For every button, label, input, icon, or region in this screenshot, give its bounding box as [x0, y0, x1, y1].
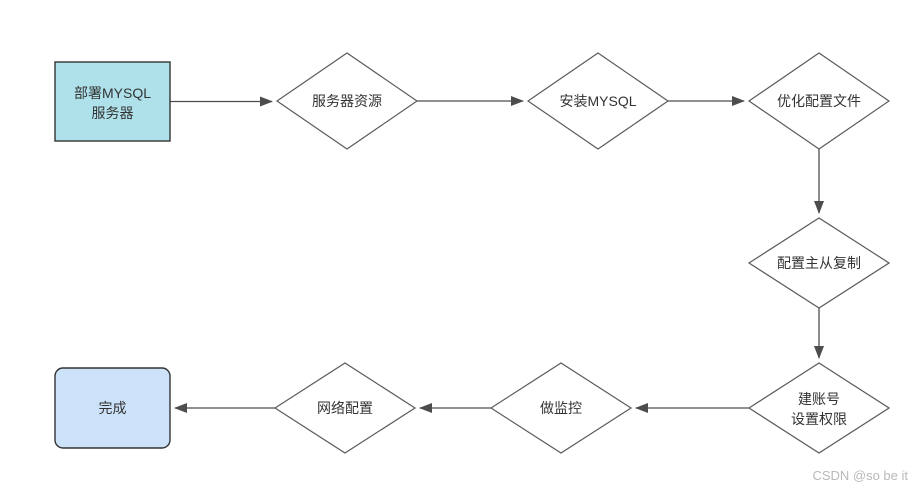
decision-monitoring-label: 做监控 — [540, 400, 582, 416]
decision-optimize-config: 优化配置文件 — [747, 52, 891, 150]
end-node-label: 完成 — [99, 400, 127, 416]
decision-master-slave-replication-label: 配置主从复制 — [777, 255, 861, 271]
decision-monitoring-shape — [489, 362, 633, 454]
decision-server-resources-shape — [275, 52, 419, 150]
decision-network-config: 网络配置 — [273, 362, 417, 454]
decision-monitoring: 做监控 — [489, 362, 633, 454]
decision-optimize-config-label: 优化配置文件 — [777, 93, 861, 109]
decision-create-account-label-line1: 建账号 — [798, 391, 840, 407]
decision-optimize-config-shape — [747, 52, 891, 150]
decision-install-mysql: 安装MYSQL — [526, 52, 670, 150]
start-node: 部署MYSQL 服务器 — [54, 61, 171, 142]
start-node-label-line2: 服务器 — [92, 105, 134, 121]
watermark-text: CSDN @so be it — [812, 468, 908, 483]
decision-network-config-shape — [273, 362, 417, 454]
decision-install-mysql-label: 安装MYSQL — [559, 93, 636, 109]
decision-create-account-shape — [747, 362, 891, 454]
decision-server-resources-label: 服务器资源 — [312, 93, 382, 109]
decision-network-config-label: 网络配置 — [317, 400, 373, 416]
decision-server-resources: 服务器资源 — [275, 52, 419, 150]
decision-master-slave-replication: 配置主从复制 — [747, 217, 891, 309]
connectors — [170, 96, 824, 413]
end-node-shape — [54, 367, 171, 449]
decision-install-mysql-shape — [526, 52, 670, 150]
start-node-shape — [54, 61, 171, 142]
end-node: 完成 — [54, 367, 171, 449]
decision-master-slave-replication-shape — [747, 217, 891, 309]
start-node-label-line1: 部署MYSQL — [74, 85, 151, 101]
decision-create-account-label-line2: 设置权限 — [791, 411, 847, 427]
decision-create-account: 建账号 设置权限 — [747, 362, 891, 454]
